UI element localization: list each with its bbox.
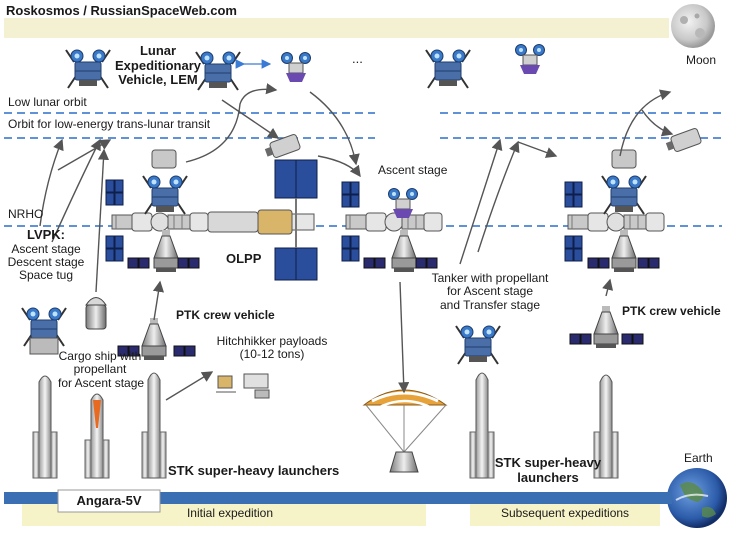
credit-text: Roskosmos / RussianSpaceWeb.com bbox=[6, 3, 237, 18]
solar-panel-left-top bbox=[105, 179, 124, 206]
lvpk-line-2: Ascent stage bbox=[11, 241, 81, 256]
olpp-station-left bbox=[111, 212, 209, 232]
cargo-ship bbox=[85, 297, 107, 330]
lem-label-line-1: Lunar bbox=[139, 43, 177, 58]
lem-label: Lunar Expeditionary Vehicle, LEM bbox=[110, 43, 206, 88]
stk-launcher-left-1 bbox=[32, 375, 58, 479]
lvpk-line-3: Descent stage bbox=[7, 254, 85, 269]
hitchhiker-label: Hitchhikker payloads (10-12 tons) bbox=[210, 334, 334, 362]
stk-left-label: STK super-heavy launchers bbox=[168, 463, 340, 478]
stk-launcher-left-2 bbox=[141, 372, 167, 479]
hitchhiker-line-1: Hitchhikker payloads bbox=[216, 334, 328, 348]
moon-illustration bbox=[671, 4, 715, 48]
solar-panel-right-bottom bbox=[564, 235, 583, 262]
subsequent-expeditions-label: Subsequent expeditions bbox=[500, 506, 630, 520]
tanker-line-2: for Ascent stage bbox=[446, 284, 534, 299]
station-right bbox=[567, 212, 665, 232]
footer-band-subsequent bbox=[470, 504, 660, 526]
stk-right-line-1: STK super-heavy bbox=[494, 455, 602, 470]
ground-bar bbox=[4, 492, 672, 504]
low-lunar-orbit-label: Low lunar orbit bbox=[8, 95, 87, 109]
hitchhiker-line-2: (10-12 tons) bbox=[239, 347, 305, 362]
solar-panel-left-bottom bbox=[105, 235, 124, 262]
stk-right-label: STK super-heavy launchers bbox=[490, 455, 606, 485]
nrho-label: NRHO bbox=[8, 207, 44, 221]
stk-launcher-right-1 bbox=[469, 372, 495, 479]
lem-label-line-3: Vehicle, LEM bbox=[118, 72, 198, 88]
transfer-vehicle-2 bbox=[665, 128, 702, 152]
tanker-label: Tanker with propellant for Ascent stage … bbox=[430, 271, 550, 312]
earth-label: Earth bbox=[684, 451, 713, 465]
transit-orbit-label: Orbit for low-energy trans-lunar transit bbox=[8, 117, 211, 131]
stk-right-line-2: launchers bbox=[517, 469, 579, 485]
cargo-line-3: for Ascent stage bbox=[58, 375, 145, 390]
angara-label-box bbox=[57, 489, 161, 513]
stk-launcher-right-2 bbox=[593, 374, 619, 479]
station-center bbox=[345, 212, 443, 232]
flow-arrows bbox=[39, 83, 674, 401]
ptk-left-label: PTK crew vehicle bbox=[176, 308, 275, 322]
tanker-line-1: Tanker with propellant bbox=[431, 271, 549, 285]
moon-label: Moon bbox=[686, 53, 717, 67]
parachute-capsule bbox=[362, 389, 448, 473]
ellipsis-text: ... bbox=[352, 51, 363, 66]
solar-panel-center-bottom bbox=[341, 235, 360, 262]
solar-panel-center-top bbox=[341, 181, 360, 208]
cargo-ship-label: Cargo ship with propellant for Ascent st… bbox=[58, 349, 145, 390]
lvpk-label: LVPK: Ascent stage Descent stage Space t… bbox=[0, 227, 92, 283]
ascent-stage-label: Ascent stage bbox=[378, 163, 448, 177]
lvpk-title: LVPK: bbox=[26, 227, 66, 242]
tanker-line-3: and Transfer stage bbox=[439, 297, 541, 312]
moon-surface-band bbox=[4, 18, 669, 38]
solar-panel-right-top bbox=[564, 181, 583, 208]
ptk-right-label: PTK crew vehicle bbox=[622, 304, 721, 318]
olpp-label: OLPP bbox=[226, 251, 262, 266]
angara-label: Angara-5V bbox=[76, 493, 142, 508]
hitchhiker-payloads bbox=[216, 373, 270, 399]
cargo-line-2: propellant bbox=[73, 362, 127, 377]
lvpk-line-4: Space tug bbox=[18, 268, 74, 283]
transfer-vehicle-1 bbox=[264, 134, 301, 158]
initial-expedition-label: Initial expedition bbox=[186, 506, 274, 520]
cargo-line-1: Cargo ship with bbox=[58, 349, 142, 363]
angara-5v-rocket bbox=[84, 393, 110, 479]
lem-label-line-2: Expeditionary bbox=[115, 57, 201, 73]
